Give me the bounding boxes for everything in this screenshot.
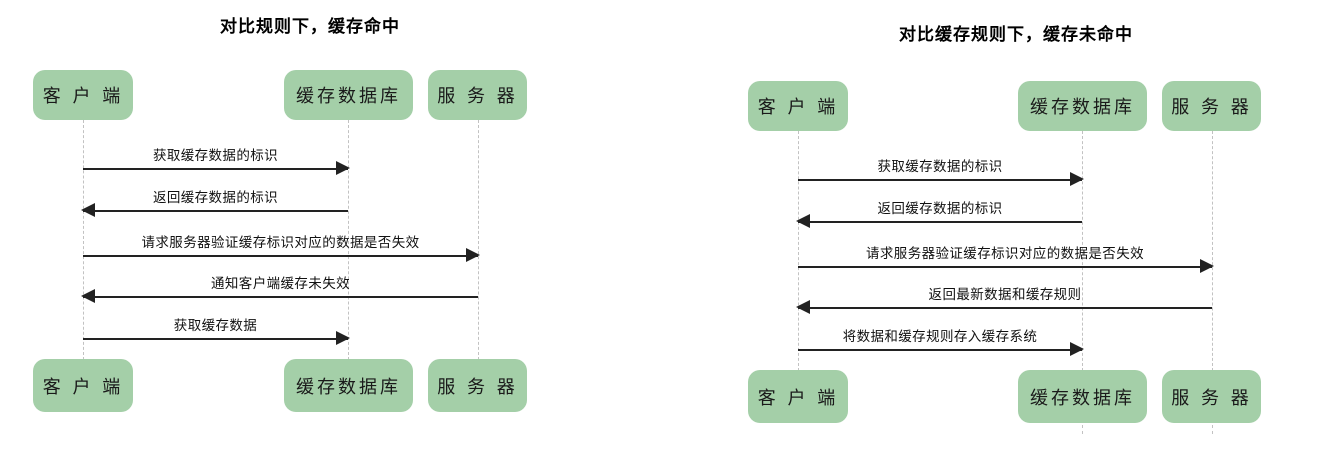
message-label: 返回最新数据和缓存规则 (928, 287, 1082, 303)
message-line (83, 338, 348, 340)
arrowhead-left-icon (796, 300, 810, 314)
actor-foot-client[interactable]: 客 户 端 (748, 370, 848, 423)
lifeline-cache-database (1082, 131, 1083, 371)
actor-head-client[interactable]: 客 户 端 (748, 81, 848, 131)
arrowhead-right-icon (336, 331, 350, 345)
lifeline-stub-server (1212, 425, 1213, 434)
actor-label: 客 户 端 (757, 97, 839, 118)
arrowhead-right-icon (1070, 342, 1084, 356)
message-line (798, 266, 1212, 268)
arrowhead-left-icon (796, 214, 810, 228)
actor-label: 客 户 端 (42, 86, 124, 107)
message-line (83, 168, 348, 170)
actor-foot-server[interactable]: 服 务 器 (1162, 370, 1261, 423)
actor-foot-server[interactable]: 服 务 器 (428, 359, 527, 412)
actor-label: 缓存数据库 (1030, 97, 1135, 118)
lifeline-server (1212, 131, 1213, 371)
actor-foot-cache-database[interactable]: 缓存数据库 (284, 359, 413, 412)
actor-label: 客 户 端 (42, 376, 124, 398)
diagram-title: 对比规则下，缓存命中 (220, 17, 400, 37)
message-label: 获取缓存数据的标识 (152, 148, 279, 164)
arrowhead-right-icon (1070, 172, 1084, 186)
sequence-diagram-cache-hit: 对比规则下，缓存命中 客 户 端 缓存数据库 服 务 器 获取缓存数据的标识 返… (0, 0, 620, 449)
message-label: 请求服务器验证缓存标识对应的数据是否失效 (141, 235, 420, 251)
arrowhead-right-icon (1200, 259, 1214, 273)
arrowhead-right-icon (336, 161, 350, 175)
message-label: 返回缓存数据的标识 (877, 201, 1003, 217)
message-line (798, 349, 1082, 351)
actor-label: 缓存数据库 (296, 376, 401, 398)
lifeline-stub-cache-database (1082, 425, 1083, 434)
actor-label: 缓存数据库 (1030, 387, 1135, 409)
arrowhead-left-icon (81, 203, 95, 217)
actor-head-client[interactable]: 客 户 端 (33, 70, 133, 120)
actor-label: 缓存数据库 (296, 86, 401, 107)
actor-label: 服 务 器 (437, 86, 518, 107)
actor-head-server[interactable]: 服 务 器 (428, 70, 527, 120)
message-label: 请求服务器验证缓存标识对应的数据是否失效 (866, 246, 1144, 262)
actor-foot-cache-database[interactable]: 缓存数据库 (1018, 370, 1147, 423)
diagram-title: 对比缓存规则下，缓存未命中 (899, 25, 1133, 45)
message-label: 返回缓存数据的标识 (152, 190, 279, 206)
message-line (798, 179, 1082, 181)
actor-label: 服 务 器 (437, 376, 518, 398)
message-line (83, 296, 478, 298)
arrowhead-right-icon (466, 248, 480, 262)
actor-label: 服 务 器 (1171, 387, 1252, 409)
lifeline-client (83, 120, 84, 360)
lifeline-server (478, 120, 479, 360)
message-line (83, 210, 348, 212)
lifeline-cache-database (348, 120, 349, 360)
sequence-diagram-cache-miss: 对比缓存规则下，缓存未命中 客 户 端 缓存数据库 服 务 器 获取缓存数据的标… (700, 0, 1332, 449)
actor-head-server[interactable]: 服 务 器 (1162, 81, 1261, 131)
message-line (798, 307, 1212, 309)
arrowhead-left-icon (81, 289, 95, 303)
message-label: 获取缓存数据 (173, 318, 258, 334)
actor-label: 服 务 器 (1171, 97, 1252, 118)
actor-label: 客 户 端 (757, 387, 839, 409)
message-line (798, 221, 1082, 223)
actor-head-cache-database[interactable]: 缓存数据库 (284, 70, 413, 120)
message-label: 通知客户端缓存未失效 (211, 276, 350, 292)
message-label: 将数据和缓存规则存入缓存系统 (842, 329, 1038, 345)
message-label: 获取缓存数据的标识 (877, 159, 1003, 175)
actor-foot-client[interactable]: 客 户 端 (33, 359, 133, 412)
lifeline-client (798, 131, 799, 371)
actor-head-cache-database[interactable]: 缓存数据库 (1018, 81, 1147, 131)
message-line (83, 255, 478, 257)
